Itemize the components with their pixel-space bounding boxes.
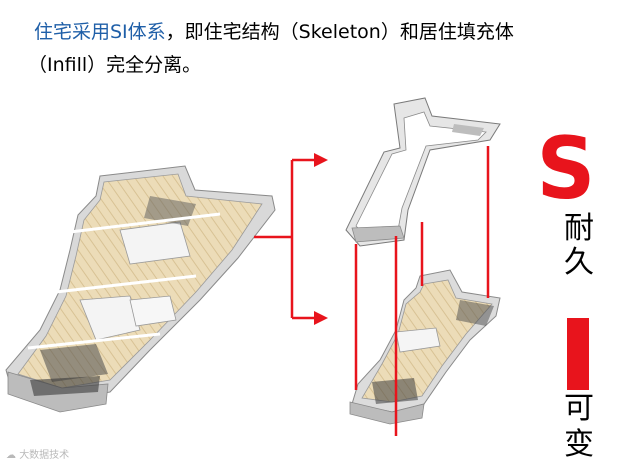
infill-letter: I — [567, 318, 589, 390]
watermark: ☁ 大数据技术 — [6, 446, 69, 461]
infill-label-char-2: 变 — [564, 427, 594, 462]
watermark-icon: ☁ — [6, 450, 16, 461]
infill-model — [349, 269, 501, 425]
headline-highlight: 住宅采用SI体系 — [34, 21, 166, 43]
watermark-text: 大数据技术 — [19, 450, 70, 461]
arrow-head-bottom — [314, 311, 328, 325]
combined-apartment-model — [5, 165, 276, 413]
skeleton-label-char-2: 久 — [564, 245, 594, 280]
alignment-lines — [354, 146, 490, 436]
skeleton-label-char-1: 耐 — [564, 211, 594, 246]
skeleton-structure-model — [345, 97, 501, 247]
split-arrow-bracket — [254, 158, 316, 320]
arrow-head-top — [314, 153, 328, 167]
headline-line-2: （Infill）完全分离。 — [28, 54, 202, 76]
headline-line-1-rest: ，即住宅结构（Skeleton）和居住填充体 — [165, 21, 514, 43]
skeleton-letter: S — [536, 119, 596, 219]
headline-line-1: 住宅采用SI体系，即住宅结构（Skeleton）和居住填充体 — [34, 16, 514, 49]
infill-label-char-1: 可 — [564, 391, 594, 426]
